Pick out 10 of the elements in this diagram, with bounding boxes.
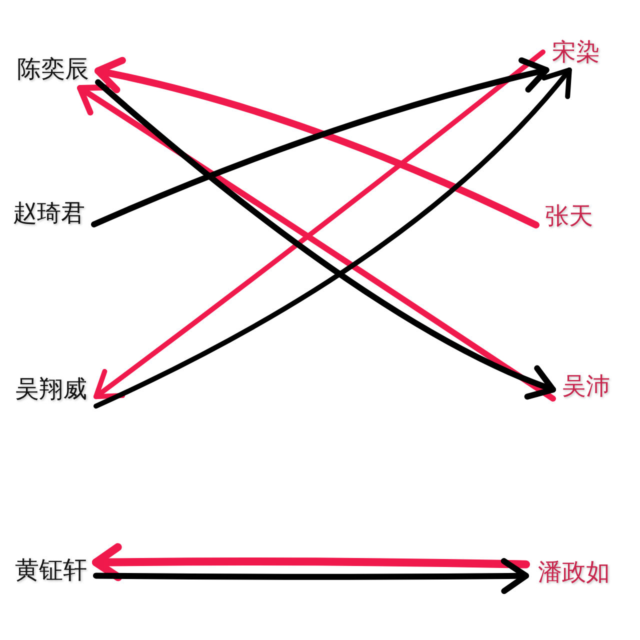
name-label: 赵琦君: [13, 198, 85, 229]
name-label: 陈奕辰: [17, 54, 89, 85]
name-label: 吴沛: [562, 371, 610, 402]
name-label: 潘政如: [538, 557, 610, 588]
name-label: 张天: [545, 201, 593, 232]
arrow: [93, 558, 529, 594]
name-label: 宋染: [552, 37, 600, 68]
name-label: 黄钲轩: [15, 555, 87, 586]
arrow: [92, 543, 530, 582]
name-label: 吴翔威: [15, 374, 87, 405]
